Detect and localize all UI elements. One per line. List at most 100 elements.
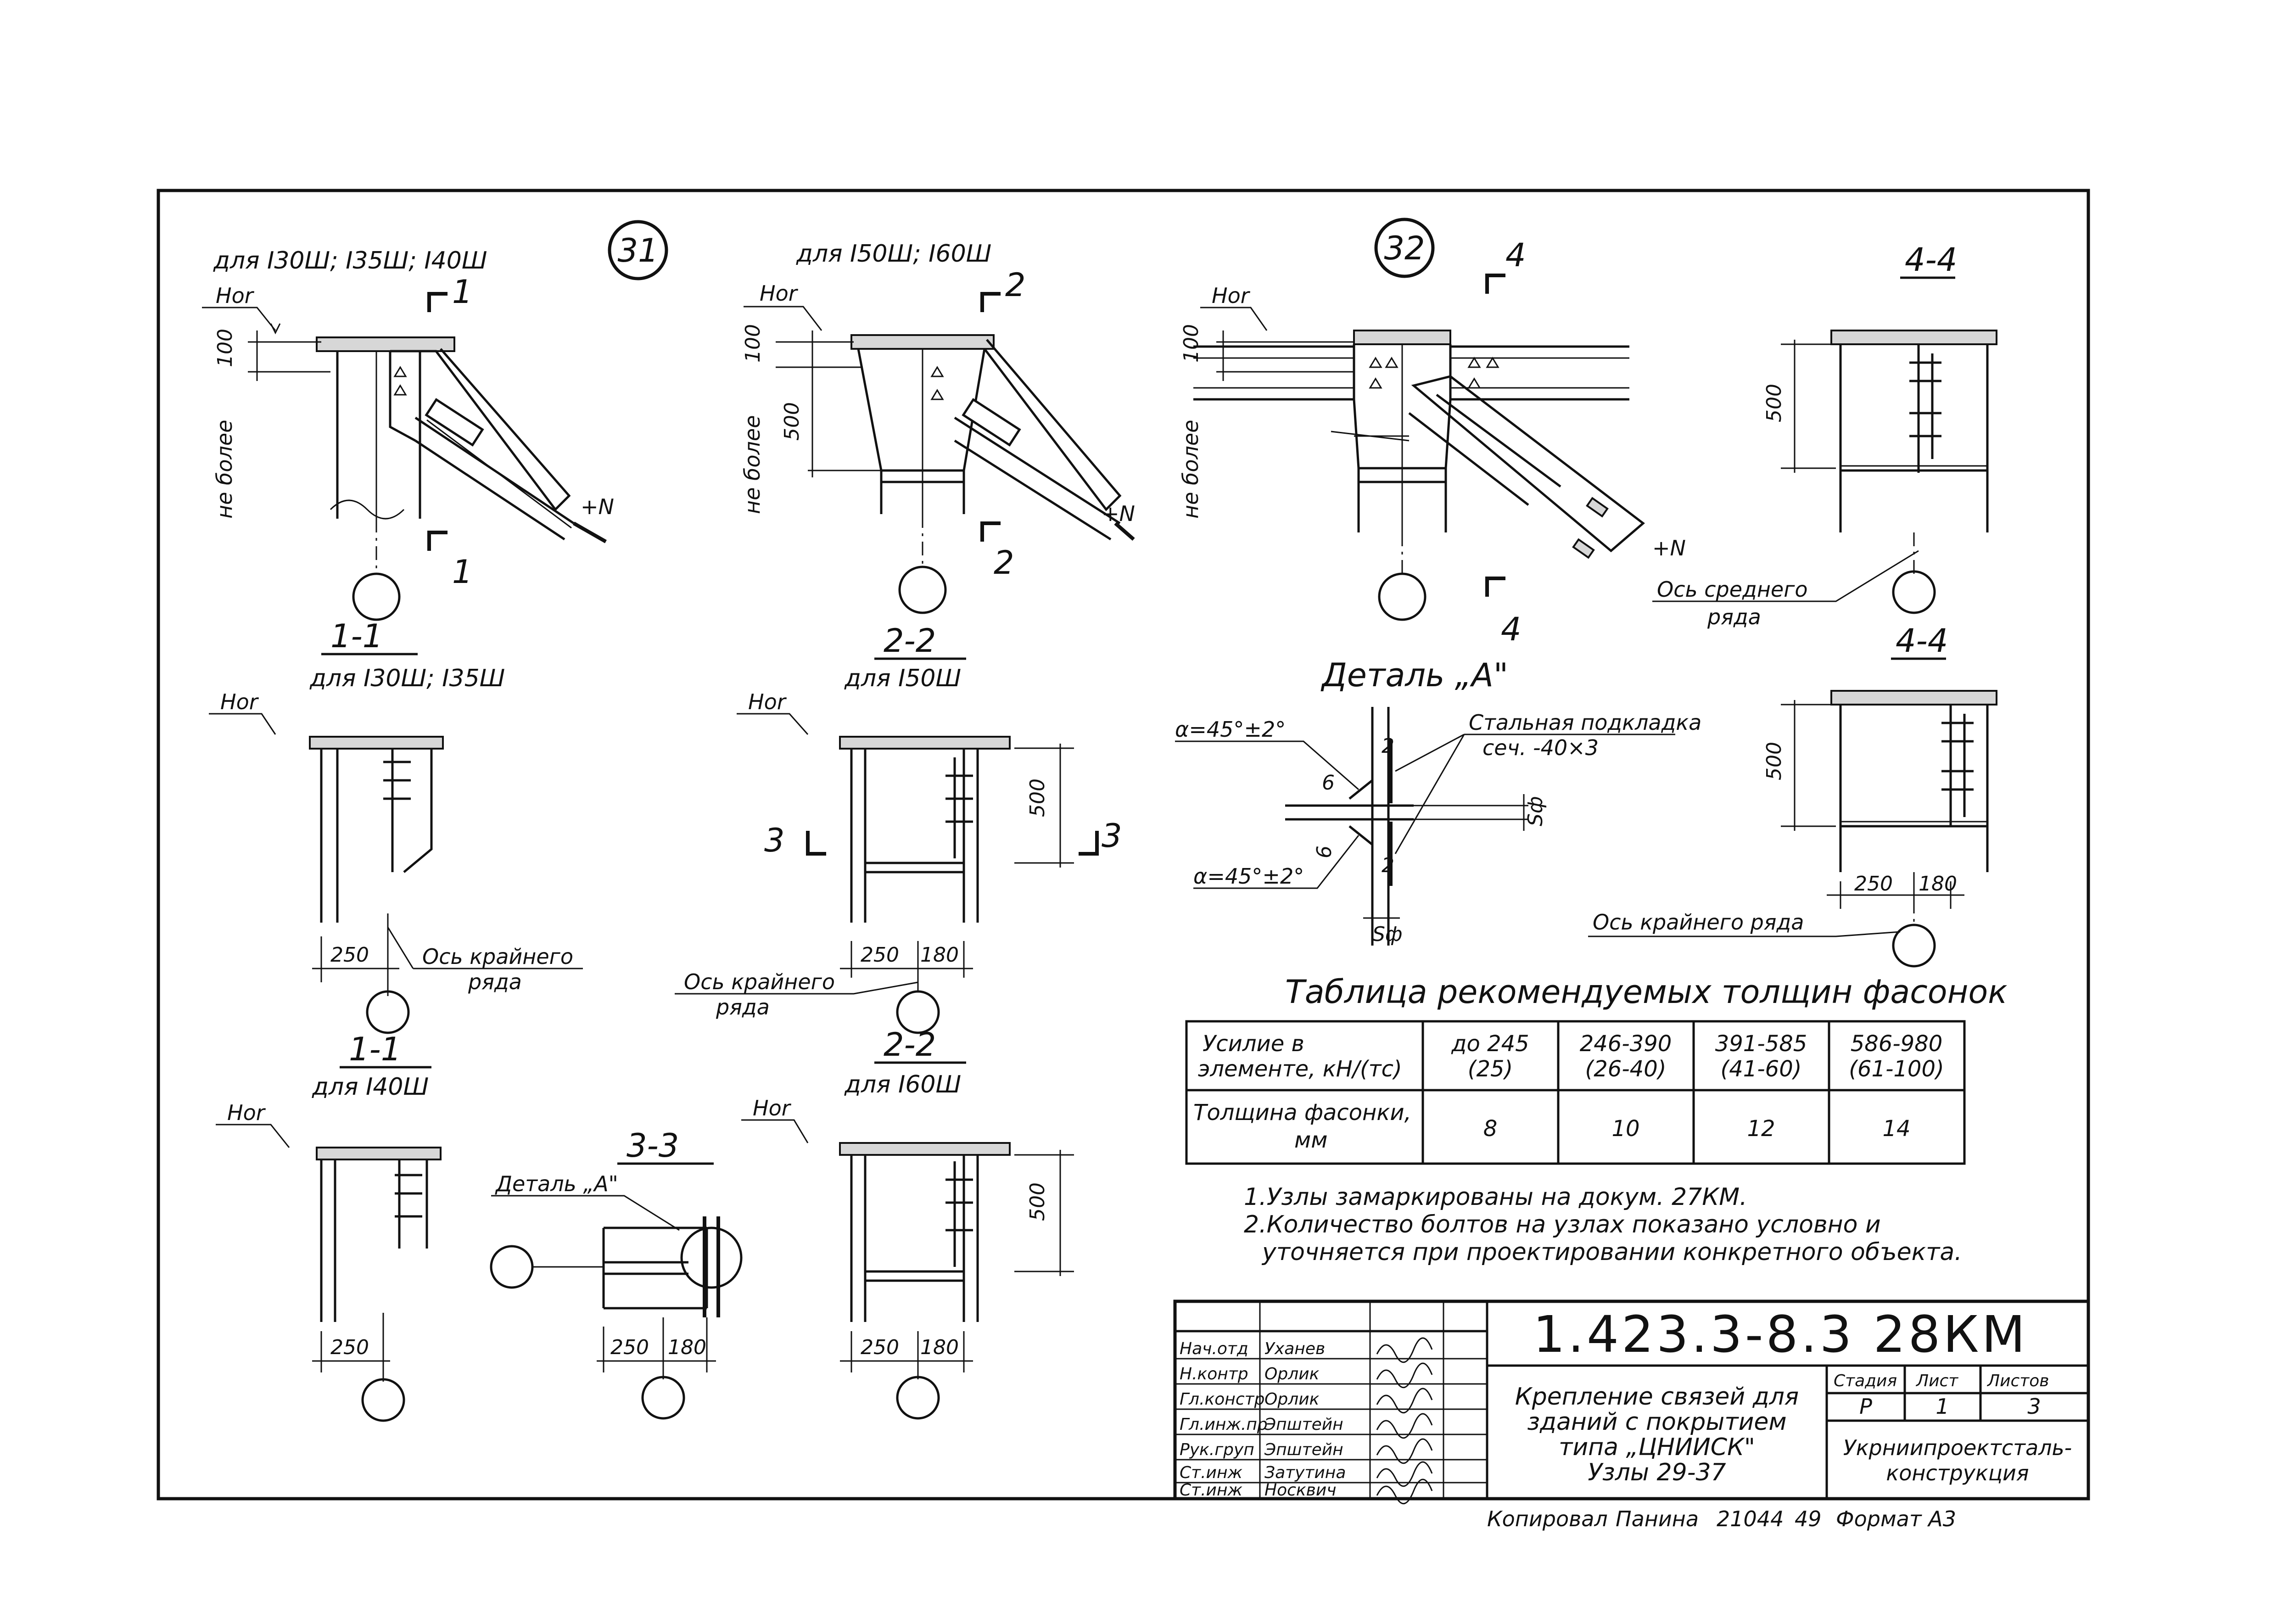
org-line-2: конструкция bbox=[1886, 1461, 2029, 1485]
col4-range: 586-980 bbox=[1851, 1031, 1943, 1057]
dim-500: 500 bbox=[1762, 384, 1786, 422]
dim-250: 250 bbox=[610, 1336, 649, 1359]
desc-line-1: Крепление связей для bbox=[1515, 1383, 1799, 1411]
desc-line-4: Узлы 29-37 bbox=[1588, 1459, 1726, 1486]
col3-thickness: 12 bbox=[1747, 1116, 1775, 1142]
detail-ref: Деталь „А" bbox=[495, 1171, 618, 1196]
force-label: +N bbox=[1652, 536, 1686, 560]
staff-role-2: Н.контр bbox=[1180, 1365, 1248, 1383]
section-mark-4-bottom: 4 bbox=[1501, 610, 1522, 648]
section-mark-1-bottom: 1 bbox=[452, 553, 473, 591]
level-label: Ноr bbox=[760, 281, 799, 306]
col1-thickness: 8 bbox=[1483, 1116, 1498, 1142]
dim-180: 180 bbox=[920, 1336, 959, 1359]
section-title: 2-2 bbox=[884, 622, 936, 660]
node-for-label: для I50Ш; I60Ш bbox=[796, 240, 991, 268]
staff-name-7: Носквич bbox=[1264, 1481, 1337, 1500]
dim-sf-bottom: Sф bbox=[1372, 923, 1403, 946]
section-3-3: 3-3 Деталь „А" 250 180 bbox=[490, 1127, 743, 1420]
col2-thickness: 10 bbox=[1611, 1116, 1639, 1142]
desc-line-3: типа „ЦНИИСК" bbox=[1559, 1434, 1755, 1461]
dim-250: 250 bbox=[861, 1336, 899, 1359]
dim-180: 180 bbox=[1919, 872, 1957, 896]
stage-value: Р bbox=[1859, 1394, 1872, 1419]
axis-circle bbox=[1892, 570, 1936, 614]
axis-circle bbox=[1378, 572, 1427, 621]
staff-role-5: Рук.груп bbox=[1180, 1440, 1254, 1459]
level-label: Ноr bbox=[220, 689, 259, 714]
dim-500: 500 bbox=[780, 402, 804, 441]
detail-a: Деталь „А" α=45°±2° α=45°±2° Стальная по… bbox=[1175, 656, 1701, 946]
axis-circle bbox=[361, 1378, 405, 1422]
row1-label: Усилие в bbox=[1203, 1031, 1304, 1057]
copied-label: Копировал bbox=[1487, 1506, 1608, 1531]
section-mark-3-left: 3 bbox=[764, 822, 785, 859]
axis-label-row: ряда bbox=[716, 995, 770, 1019]
org-line-1: Укрниипроектсталь- bbox=[1843, 1435, 2072, 1460]
footer: Копировал Панина 21044 49 Формат А3 bbox=[1487, 1506, 1956, 1531]
sheets-header: Листов bbox=[1986, 1372, 2049, 1390]
row1-label-2: элементе, кН/(тс) bbox=[1198, 1056, 1402, 1082]
section-title: 2-2 bbox=[884, 1026, 936, 1064]
not-more: не более bbox=[212, 420, 237, 519]
axis-label: Ось крайнего bbox=[684, 969, 835, 994]
force-label: +N bbox=[581, 494, 614, 519]
doc-code: 1.423.3-8.3 28КМ bbox=[1533, 1305, 2028, 1364]
desc-line-2: зданий с покрытием bbox=[1527, 1408, 1786, 1436]
dim-100: 100 bbox=[1180, 324, 1203, 363]
col4-thickness: 14 bbox=[1882, 1116, 1910, 1142]
section-4-4-bottom: 4-4 500 250 180 Ось крайнего ряда bbox=[1588, 622, 1997, 968]
section-2-2-a: 2-2 для I50Ш Ноr 500 3 3 250 180 Ось кра… bbox=[675, 622, 1122, 1034]
col2-tc: (26-40) bbox=[1585, 1056, 1667, 1082]
section-mark-1-top: 1 bbox=[452, 273, 473, 311]
sheet-header: Лист bbox=[1915, 1372, 1958, 1390]
node-31-variant: для I50Ш; I60Ш Ноr 100 500 не более 2 2 … bbox=[740, 240, 1135, 614]
table-title: Таблица рекомендуемых толщин фасонок bbox=[1285, 973, 2007, 1011]
staff-role-7: Ст.инж bbox=[1180, 1481, 1242, 1500]
col2-range: 246-390 bbox=[1580, 1031, 1672, 1057]
level-label: Ноr bbox=[227, 1100, 266, 1125]
col1-tc: (25) bbox=[1468, 1056, 1513, 1082]
section-mark-4-top: 4 bbox=[1505, 236, 1526, 274]
force-label: +N bbox=[1102, 501, 1135, 526]
axis-circle bbox=[1892, 924, 1936, 968]
axis-circle bbox=[352, 572, 401, 621]
axis-label-row: ряда bbox=[1707, 605, 1761, 629]
section-mark-3-right: 3 bbox=[1102, 817, 1122, 855]
section-title: 1-1 bbox=[349, 1030, 401, 1068]
axis-label-row: ряда bbox=[468, 969, 522, 994]
format-label: Формат А3 bbox=[1836, 1506, 1956, 1531]
node-32: 32 Ноr 100 не более 4 4 +N Ось среднего … bbox=[1178, 218, 1919, 648]
dim-180: 180 bbox=[920, 943, 959, 967]
node-number-circle bbox=[1374, 218, 1435, 278]
axis-circle bbox=[896, 990, 940, 1034]
staff-role-3: Гл.констр bbox=[1180, 1390, 1264, 1409]
copier-name: Панина bbox=[1616, 1506, 1699, 1531]
staff-role-4: Гл.инж.пр bbox=[1180, 1415, 1268, 1434]
axis-label: Ось крайнего ряда bbox=[1593, 910, 1804, 935]
angle-top: α=45°±2° bbox=[1175, 717, 1286, 742]
copy-number: 21044 bbox=[1717, 1506, 1784, 1531]
axis-circle bbox=[366, 990, 410, 1034]
plate-label: Стальная подкладка bbox=[1469, 710, 1701, 735]
dim-250: 250 bbox=[330, 1336, 369, 1359]
staff-name-1: Уханев bbox=[1264, 1339, 1325, 1358]
col1-range: до 245 bbox=[1451, 1031, 1529, 1057]
row2-label-2: мм bbox=[1294, 1127, 1327, 1153]
section-1-1-b: 1-1 для I40Ш Ноr 250 bbox=[216, 1030, 442, 1422]
node-31: 31 для I30Ш; I35Ш; I40Ш Ноr 100 не более… bbox=[202, 220, 668, 621]
dim-2-a: 2 bbox=[1382, 734, 1394, 758]
level-label: Ноr bbox=[753, 1096, 792, 1120]
dim-500: 500 bbox=[1026, 778, 1049, 817]
page-number: 49 bbox=[1795, 1506, 1822, 1531]
sheets-value: 3 bbox=[2027, 1394, 2041, 1419]
section-title: 1-1 bbox=[330, 617, 383, 655]
dim-sf-right: Sф bbox=[1524, 796, 1547, 826]
dim-6-a: 6 bbox=[1322, 771, 1335, 795]
section-2-2-b: 2-2 для I60Ш Ноr 500 250 180 bbox=[741, 1026, 1074, 1420]
axis-label: Ось среднего bbox=[1657, 577, 1808, 602]
section-1-1-a: 1-1 для I30Ш; I35Ш Ноr 250 Ось крайнего … bbox=[209, 617, 583, 1034]
signatures bbox=[1376, 1337, 1433, 1505]
notes: 1.Узлы замаркированы на докум. 27КМ. 2.К… bbox=[1244, 1183, 1962, 1266]
dim-250: 250 bbox=[330, 943, 369, 967]
